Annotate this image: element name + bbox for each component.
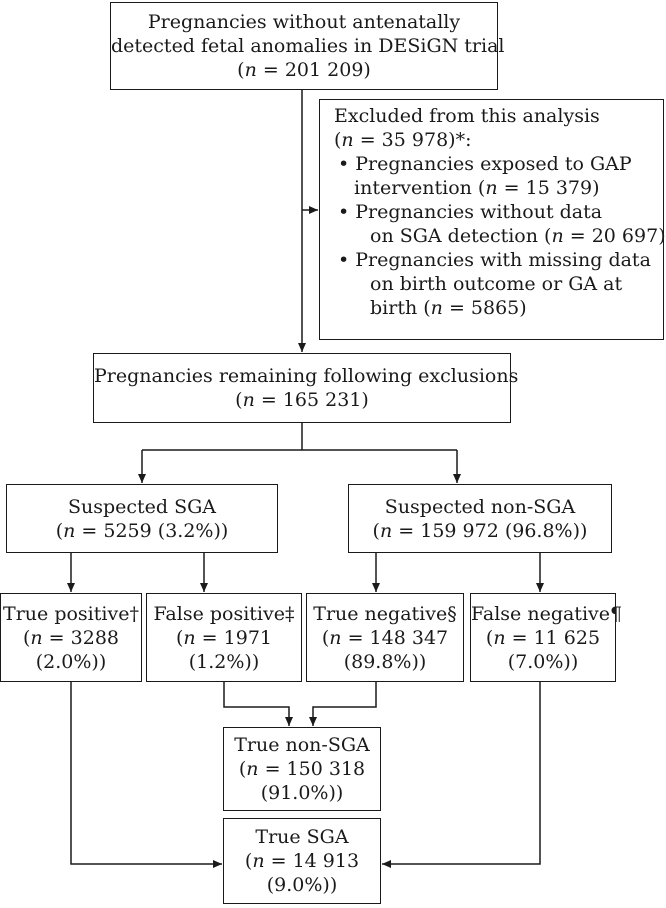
- false-positive-pct: (1.2%)): [188, 650, 260, 673]
- excluded-box: Excluded from this analysis (n = 35 978)…: [319, 99, 666, 340]
- false-positive-label: False positive‡: [153, 602, 295, 625]
- top-box-count: (n = 201 209): [237, 59, 371, 81]
- false-positive-count: (n = 1971: [175, 626, 273, 649]
- excluded-item-1-cont: intervention (n = 15 379): [354, 177, 600, 199]
- excluded-item-2: • Pregnancies without data: [338, 201, 603, 223]
- excluded-item-3: • Pregnancies with missing data: [338, 249, 651, 271]
- false-negative-label: False negative¶: [471, 602, 623, 625]
- true-sga-box: True SGA (n = 14 913 (9.0%)): [223, 818, 381, 904]
- true-non-sga-box: True non-SGA (n = 150 318 (91.0%)): [223, 727, 381, 811]
- true-non-sga-count: (n = 150 318: [238, 758, 366, 780]
- false-positive-box: False positive‡ (n = 1971 (1.2%)): [146, 593, 302, 682]
- true-sga-pct: (9.0%)): [266, 874, 338, 896]
- true-negative-box: True negative§ (n = 148 347 (89.8%)): [306, 593, 464, 682]
- top-box-line2: detected fetal anomalies in DESiGN trial: [111, 35, 505, 57]
- false-negative-pct: (7.0%)): [507, 650, 579, 673]
- arrow-fp-to-true-non-sga: [223, 682, 293, 726]
- true-negative-pct: (89.8%)): [343, 650, 427, 673]
- top-box: Pregnancies without antenatally detected…: [110, 2, 505, 90]
- remaining-count: (n = 165 231): [235, 389, 369, 411]
- true-negative-label: True negative§: [313, 602, 457, 625]
- true-non-sga-pct: (91.0%)): [260, 782, 344, 804]
- excluded-item-1: • Pregnancies exposed to GAP: [338, 153, 632, 175]
- true-positive-label: True positive†: [3, 602, 139, 625]
- suspected-non-sga-count: (n = 159 972 (96.8%)): [372, 519, 588, 542]
- suspected-sga-count: (n = 5259 (3.2%)): [55, 519, 229, 542]
- excluded-item-2-cont: on SGA detection (n = 20 697): [370, 225, 666, 247]
- true-positive-pct: (2.0%)): [35, 650, 107, 673]
- true-sga-count: (n = 14 913: [244, 850, 360, 872]
- true-sga-label: True SGA: [255, 826, 349, 848]
- false-negative-box: False negative¶ (n = 11 625 (7.0%)): [470, 593, 623, 682]
- top-box-line1: Pregnancies without antenatally: [147, 11, 461, 33]
- true-negative-count: (n = 148 347: [321, 626, 449, 649]
- true-positive-count: (n = 3288: [22, 626, 120, 649]
- arrow-fn-to-true-sga: [382, 682, 541, 868]
- excluded-title: Excluded from this analysis: [334, 105, 600, 127]
- suspected-sga-label: Suspected SGA: [67, 495, 217, 518]
- suspected-sga-box: Suspected SGA (n = 5259 (3.2%)): [6, 484, 278, 553]
- arrow-tn-to-true-non-sga: [309, 682, 377, 726]
- true-positive-box: True positive† (n = 3288 (2.0%)): [0, 593, 142, 682]
- excluded-count: (n = 35 978)*:: [334, 129, 472, 151]
- remaining-box: Pregnancies remaining following exclusio…: [93, 353, 519, 423]
- suspected-non-sga-box: Suspected non-SGA (n = 159 972 (96.8%)): [348, 484, 612, 553]
- arrow-tp-to-true-sga: [70, 682, 222, 868]
- excluded-item-3-cont2: birth (n = 5865): [370, 297, 527, 319]
- remaining-label: Pregnancies remaining following exclusio…: [94, 365, 519, 387]
- true-non-sga-label: True non-SGA: [234, 734, 370, 756]
- excluded-item-3-cont: on birth outcome or GA at: [370, 273, 623, 295]
- suspected-non-sga-label: Suspected non-SGA: [384, 495, 576, 518]
- false-negative-count: (n = 11 625: [485, 626, 601, 649]
